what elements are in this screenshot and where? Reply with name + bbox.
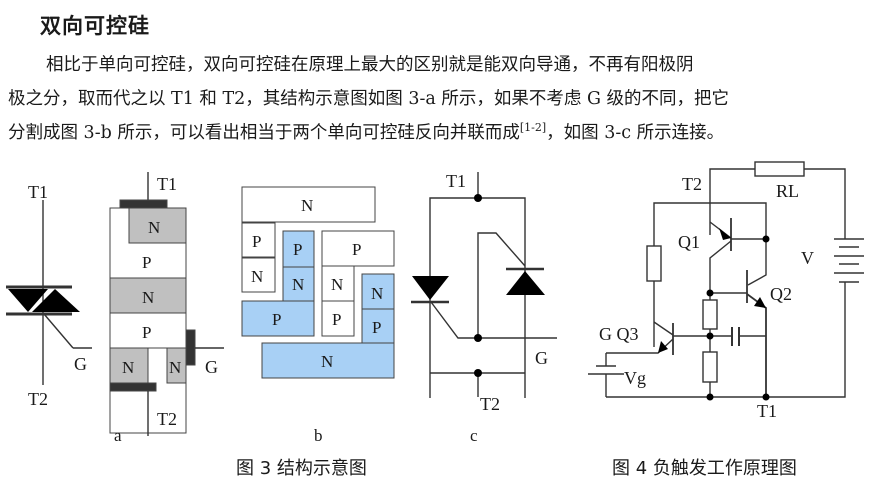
fig3b-block-label: N — [371, 284, 383, 303]
triac-up-triangle — [32, 289, 80, 312]
fig4-node — [706, 289, 714, 297]
fig4-node — [706, 332, 714, 340]
fig3b-block — [321, 300, 355, 337]
fig3b-sublabel: b — [314, 426, 323, 445]
fig3c-node-t2 — [474, 369, 482, 377]
fig4-t2-label: T2 — [682, 174, 702, 194]
fig3b-block-label: P — [272, 310, 281, 329]
fig3a-structure — [109, 172, 224, 436]
fig4-q2-collector — [747, 239, 767, 286]
fig3b-block — [321, 265, 355, 302]
fig3b-block-label: N — [331, 275, 343, 294]
fig4-rl-label: RL — [776, 181, 799, 201]
triac-t2-label: T2 — [28, 389, 48, 409]
fig4-t1-label: T1 — [757, 401, 777, 421]
fig4-q3-collector — [653, 321, 674, 336]
fig3a-layer-label: P — [142, 253, 151, 272]
fig4-bias-resistor — [646, 245, 662, 282]
fig3b-block-n-bottom — [261, 342, 395, 379]
fig4-rl-to-battery-wire — [804, 168, 846, 239]
fig3b-block-label: N — [301, 196, 313, 215]
fig3a-layer-label: N — [122, 358, 134, 377]
fig3b-block — [241, 222, 276, 258]
fig3a-t2-label: T2 — [157, 409, 177, 429]
fig3c-left-diode-icon — [412, 276, 449, 300]
figure3-caption: 图 3 结构示意图 — [236, 458, 367, 479]
fig3a-layer-label: N — [169, 358, 181, 377]
fig3a-t1-label: T1 — [157, 174, 177, 194]
fig4-circuit — [588, 161, 864, 398]
fig3b-block-label: N — [251, 267, 263, 286]
fig4-rl-resistor — [754, 161, 805, 177]
fig4-q1-label: Q1 — [678, 232, 700, 252]
fig3b-block — [321, 230, 395, 267]
paragraph-line-2: 极之分，取而代之以 T1 和 T2，其结构示意图如图 3-a 所示，如果不考虑 … — [8, 89, 730, 109]
fig3a-layer-label: N — [148, 218, 160, 237]
fig4-v-label: V — [801, 248, 814, 268]
fig3c-node-g — [474, 334, 482, 342]
figure4-caption: 图 4 负触发工作原理图 — [612, 458, 797, 479]
fig3c-right-diode-icon — [506, 271, 545, 295]
fig3a-t2-electrode — [109, 382, 157, 392]
paragraph-line-3-text: 分割成图 3-b 所示，可以看出相当于两个单向可控硅反向并联而成 — [8, 123, 520, 143]
fig4-q2-emitter — [746, 293, 767, 397]
section-heading: 双向可控硅 — [40, 14, 150, 38]
triac-g-label: G — [74, 354, 87, 374]
fig4-q1-collector — [709, 240, 732, 293]
triac-symbol — [6, 200, 92, 385]
triac-gate-diagonal — [43, 313, 74, 349]
fig3a-sublabel: a — [114, 426, 122, 445]
fig3a-g-label: G — [205, 357, 218, 377]
body-paragraph: 相比于单向可控硅，双向可控硅在原理上最大的区别就是能双向导通，不再有阳极阴 极之… — [8, 48, 888, 150]
fig4-q2-arrow-icon — [754, 297, 766, 308]
fig3b-block-label: P — [352, 240, 361, 259]
fig4-q1-arrow-icon — [719, 228, 731, 240]
fig3c-node-t1 — [474, 194, 482, 202]
fig3a-layer-label: P — [142, 323, 151, 342]
fig3b-block-n-top — [241, 186, 376, 223]
fig3b-structure — [241, 186, 395, 379]
fig3b-block — [241, 257, 276, 293]
citation-reference[interactable]: [1-2] — [519, 121, 547, 134]
fig3b-block — [241, 300, 315, 337]
fig3b-block-label: P — [372, 318, 381, 337]
fig3b-block-label: P — [293, 240, 302, 259]
fig3c-t1-label: T1 — [446, 171, 466, 191]
fig4-t2-wire — [709, 168, 755, 235]
fig3c-gate-wire-left — [430, 301, 557, 339]
fig4-vg-label: Vg — [624, 368, 646, 388]
fig3b-block-label: P — [252, 232, 261, 251]
fig4-lower-resistor — [702, 351, 718, 383]
fig3b-block — [282, 230, 315, 268]
fig3c-t2-label: T2 — [480, 394, 500, 414]
triac-down-triangle — [8, 289, 48, 312]
triac-t1-label: T1 — [28, 182, 48, 202]
fig3b-block-label: P — [332, 310, 341, 329]
fig3a-layer-n-top — [128, 207, 187, 244]
fig4-node-t1 — [762, 393, 770, 401]
fig4-upper-resistor — [702, 299, 718, 330]
fig3a-layer-n-bottom-left — [109, 347, 149, 384]
paragraph-line-3-tail: ，如图 3-c 所示连接。 — [546, 123, 725, 143]
fig4-q3-arrow-icon — [658, 341, 668, 353]
fig4-q3-label: G Q3 — [599, 324, 639, 344]
fig3b-block — [282, 266, 315, 302]
fig3a-t1-electrode — [119, 199, 168, 209]
fig3a-layer-n-middle — [109, 277, 187, 314]
paragraph-line-3: 分割成图 3-b 所示，可以看出相当于两个单向可控硅反向并联而成[1-2]，如图… — [8, 116, 888, 150]
fig3c-gate-wire-right — [477, 232, 526, 338]
fig3a-g-electrode — [185, 329, 196, 366]
fig3b-block — [361, 273, 395, 310]
fig3b-block-label: N — [292, 275, 304, 294]
fig4-node — [706, 393, 714, 401]
fig4-q2-label: Q2 — [770, 284, 792, 304]
fig4-return-wire — [606, 282, 846, 398]
fig3a-layer-label: N — [142, 288, 154, 307]
fig4-node — [762, 235, 770, 243]
fig3b-block-label: N — [321, 352, 333, 371]
fig3c-g-label: G — [535, 348, 548, 368]
paragraph-line-1: 相比于单向可控硅，双向可控硅在原理上最大的区别就是能双向导通，不再有阳极阴 — [46, 55, 694, 75]
fig3c-sublabel: c — [470, 426, 478, 445]
